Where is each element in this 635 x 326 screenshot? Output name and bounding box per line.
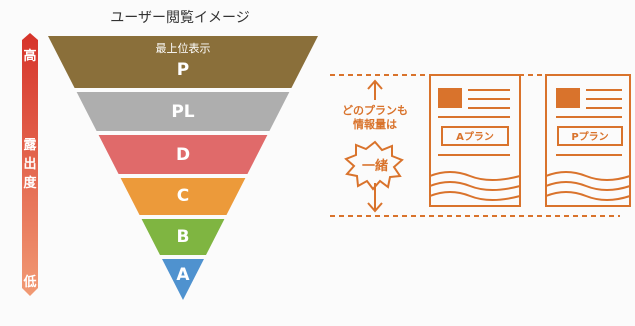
plan-a-image-block [438, 88, 462, 108]
plan-p-image-block [556, 88, 580, 108]
caption-line-2: 情報量は [353, 117, 397, 131]
exposure-mid-label-2: 出 [23, 156, 36, 172]
plan-p-wave [545, 171, 631, 181]
exposure-arrow [22, 33, 38, 296]
top-display-note: 最上位表示 [156, 41, 211, 55]
plan-p-frame [545, 74, 631, 207]
plan-a-frame [429, 74, 521, 207]
plan-p-card [545, 74, 631, 207]
exposure-mid-label-3: 度 [23, 175, 37, 191]
caption-line-1: どのプランも [342, 103, 408, 117]
exposure-bar: 高 露 出 度 低 [22, 33, 38, 296]
tier-b-label: B [177, 227, 190, 247]
tier-c-label: C [177, 186, 189, 206]
plan-a-wave [429, 181, 521, 191]
plan-a-card [429, 74, 521, 207]
plan-a-wave [429, 171, 521, 181]
tier-pl [76, 92, 290, 131]
arrow-down-head [367, 202, 383, 213]
tier-a-label: A [176, 265, 190, 285]
tier-pl-label: PL [171, 102, 194, 122]
tier-d [98, 135, 268, 174]
plan-a-wave [429, 191, 521, 201]
tier-c [120, 178, 246, 215]
exposure-mid-label-1: 露 [23, 138, 37, 153]
plan-comparison [330, 74, 631, 217]
pyramid-title: ユーザー閲覧イメージ [110, 9, 249, 26]
tier-b [141, 219, 225, 255]
tier-d-label: D [176, 145, 190, 165]
pyramid-tiers [48, 36, 318, 300]
plan-p-wave [545, 181, 631, 191]
plan-p-button [557, 126, 623, 146]
exposure-high-label: 高 [23, 48, 36, 64]
plan-a-button [441, 126, 509, 146]
burst-icon [344, 140, 404, 191]
tier-p [48, 36, 318, 88]
arrow-up-head [367, 79, 383, 90]
plan-p-label: Pプラン [571, 130, 608, 143]
tier-a [162, 259, 204, 300]
tier-p-label: P [177, 60, 189, 80]
exposure-low-label: 低 [22, 274, 36, 290]
plan-p-wave [545, 191, 631, 201]
burst-text: 一緒 [362, 158, 388, 174]
plan-a-label: Aプラン [456, 130, 494, 143]
